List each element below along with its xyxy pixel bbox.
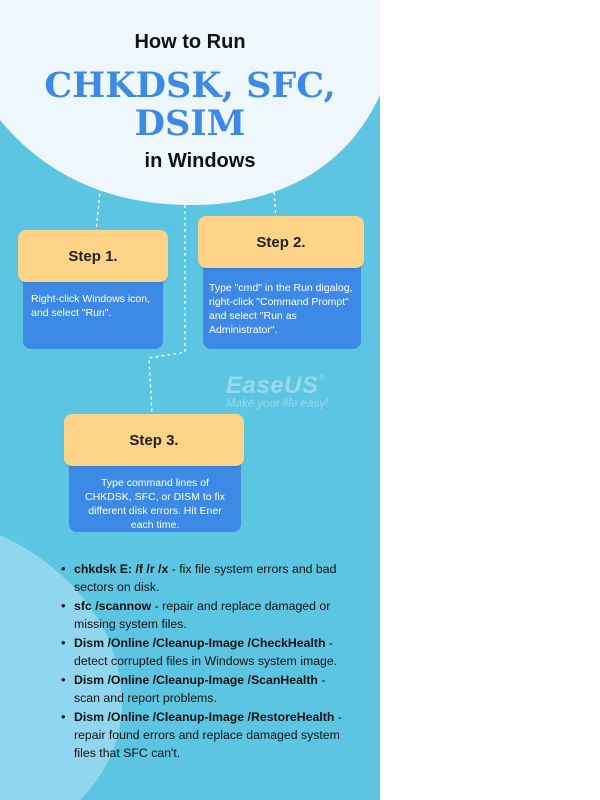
command-description: - detect corrupted files in Windows syst… <box>74 636 338 668</box>
step-2-text: Type "cmd" in the Run digalog, right-cli… <box>209 282 353 336</box>
step-2-description: Type "cmd" in the Run digalog, right-cli… <box>203 257 361 349</box>
command-name: Dism /Online /Cleanup-Image /ScanHealth <box>74 673 318 687</box>
step-1-text: Right-click Windows icon, and select "Ru… <box>31 293 151 319</box>
step-1-header: Step 1. <box>18 230 168 282</box>
command-name: Dism /Online /Cleanup-Image /RestoreHeal… <box>74 710 335 724</box>
step-3-text: Type command lines of CHKDSK, SFC, or DI… <box>84 477 226 531</box>
pretitle: How to Run <box>134 31 246 53</box>
list-item: • sfc /scannow - repair and replace damag… <box>61 597 344 633</box>
list-item: • Dism /Online /Cleanup-Image /RestoreHea… <box>61 708 344 762</box>
command-name: sfc /scannow <box>74 599 152 613</box>
command-list: • chkdsk E: /f /r /x - fix file system er… <box>61 560 344 763</box>
command-description: - repair found errors and replace damage… <box>74 710 342 760</box>
command-description: - scan and report problems. <box>74 673 326 705</box>
subtitle: in Windows <box>144 150 256 172</box>
step-3-header: Step 3. <box>64 414 244 466</box>
command-description: - fix file system errors and bad sectors… <box>74 562 337 594</box>
command-name: chkdsk E: /f /r /x <box>74 562 169 576</box>
bullet-icon: • <box>61 709 66 724</box>
bullet-icon: • <box>61 598 66 613</box>
list-item: • Dism /Online /Cleanup-Image /CheckHealt… <box>61 634 344 670</box>
list-item: • chkdsk E: /f /r /x - fix file system er… <box>61 560 344 596</box>
header-blob <box>0 0 380 205</box>
list-item: • Dism /Online /Cleanup-Image /ScanHealth… <box>61 671 344 707</box>
watermark-tagline: Make your life easy! <box>226 398 329 410</box>
command-name: Dism /Online /Cleanup-Image /CheckHealth <box>74 636 326 650</box>
watermark-logo: EaseUS® <box>226 372 328 400</box>
step-1-label: Step 1. <box>68 247 118 265</box>
watermark-brand: EaseUS <box>226 372 319 399</box>
step-1-description: Right-click Windows icon, and select "Ru… <box>23 270 163 349</box>
infographic-poster: How to Run CHKDSK, SFC, DSIM in Windows … <box>0 0 380 800</box>
connector-step2 <box>273 191 277 219</box>
step-2-label: Step 2. <box>256 233 306 251</box>
registered-mark: ® <box>318 372 326 382</box>
command-description: - repair and replace damaged or missing … <box>74 599 331 631</box>
step-3-description: Type command lines of CHKDSK, SFC, or DI… <box>69 454 241 532</box>
title-line-1: CHKDSK, SFC, <box>44 65 336 106</box>
bullet-icon: • <box>61 672 66 687</box>
step-3-label: Step 3. <box>129 431 179 449</box>
connector-step3 <box>148 205 186 415</box>
title-line-2: DSIM <box>134 103 246 144</box>
bullet-icon: • <box>61 635 66 650</box>
bottom-blob <box>0 535 122 800</box>
step-2-header: Step 2. <box>198 216 364 268</box>
poster-background <box>0 0 380 800</box>
bullet-icon: • <box>61 561 66 576</box>
easeus-watermark: EaseUS® Make your life easy! <box>226 372 328 410</box>
connector-step1 <box>95 181 102 233</box>
